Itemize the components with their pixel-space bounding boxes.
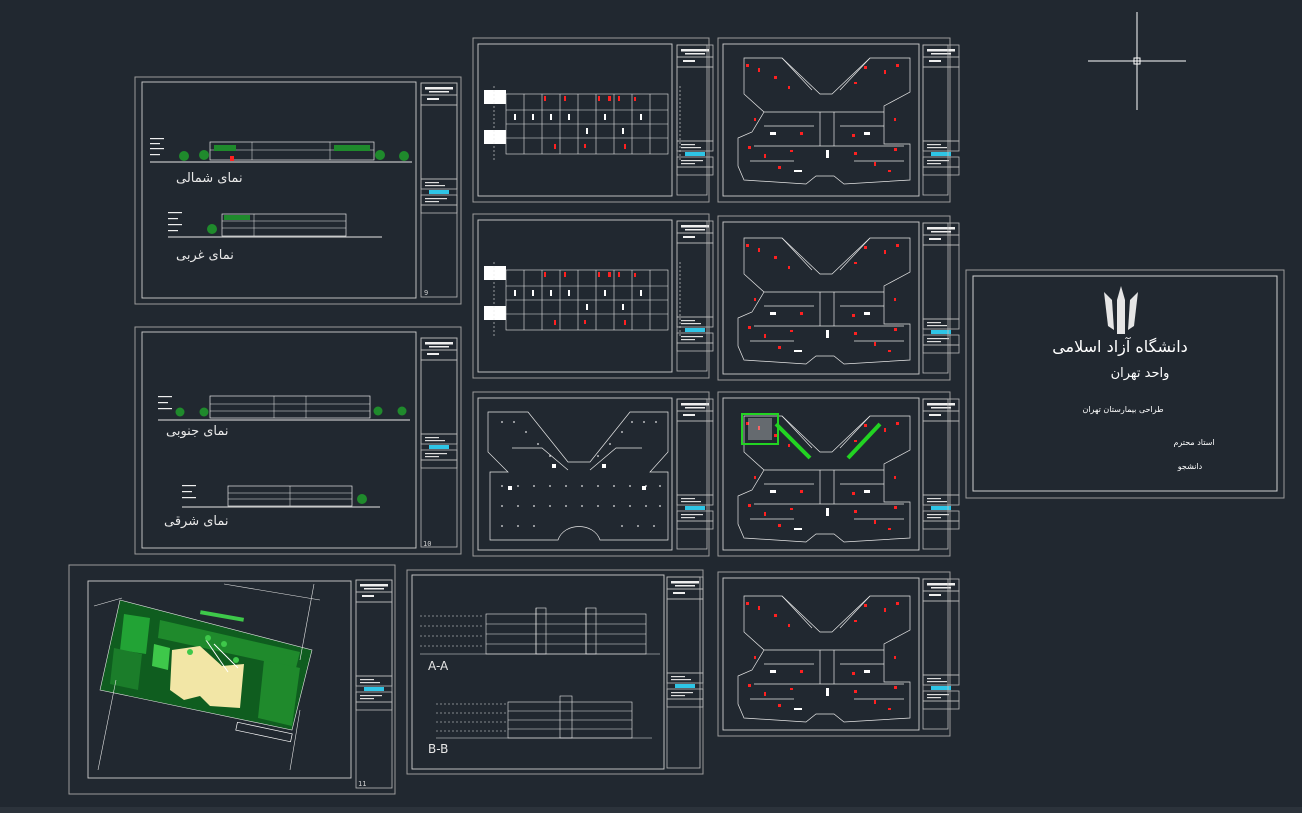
south-elevation-label: نمای جنوبی [166, 424, 229, 439]
section-b-drawing [436, 695, 652, 739]
sheet-cover[interactable] [965, 269, 1285, 499]
section-a-label: A-A [428, 659, 449, 673]
sheet-number-11: 11 [358, 780, 367, 788]
sheet-structural-grid-plan-2[interactable] [472, 213, 714, 379]
cad-crosshair-cursor [1088, 12, 1186, 110]
sheet-site-plan[interactable] [68, 564, 396, 795]
sheet-sections[interactable] [406, 569, 704, 775]
north-elevation-drawing [150, 138, 412, 163]
sheet-number-10: 10 [423, 540, 432, 548]
section-b-label: B-B [428, 742, 449, 756]
cover-instructor-label: استاد محترم [1173, 438, 1215, 447]
west-elevation-label: نمای غربی [176, 248, 234, 263]
cover-project-title: طراحی بیمارستان تهران [1082, 405, 1164, 414]
sheet-structural-grid-plan-1[interactable] [472, 37, 714, 203]
sheet-number-9: 9 [424, 289, 429, 297]
sheet-elevations-south-east[interactable] [134, 326, 462, 555]
sheet-floor-plan-1[interactable] [717, 37, 960, 203]
cover-branch-name: واحد تهران [1110, 366, 1170, 381]
east-elevation-drawing [182, 485, 380, 508]
cover-student-label: دانشجو [1177, 462, 1203, 471]
west-elevation-drawing [168, 212, 382, 238]
sheet-foundation-plan[interactable] [472, 391, 714, 557]
bottom-status-strip [0, 807, 1302, 813]
sheet-elevations-north-west[interactable] [134, 76, 462, 305]
south-elevation-drawing [158, 395, 410, 421]
east-elevation-label: نمای شرقی [164, 514, 229, 529]
north-elevation-label: نمای شمالی [176, 171, 243, 186]
azad-university-logo [1104, 286, 1138, 334]
sheet-floor-plan-2[interactable] [717, 215, 960, 381]
site-plan-drawing [93, 583, 321, 771]
cover-university-name: دانشگاه آزاد اسلامی [1052, 337, 1188, 356]
sheet-floor-plan-4[interactable] [717, 571, 960, 737]
sheet-floor-plan-3[interactable] [717, 391, 960, 557]
section-a-drawing [420, 607, 660, 655]
